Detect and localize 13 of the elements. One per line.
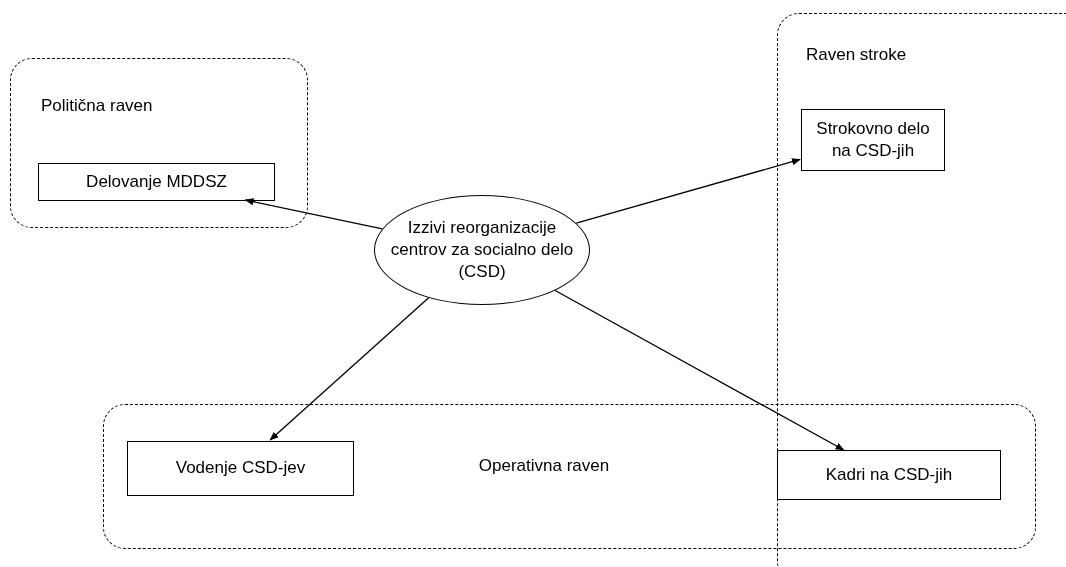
text-box: Strokovno delo na CSD-jih: [801, 109, 945, 171]
text-box: Kadri na CSD-jih: [777, 450, 1001, 500]
region-heading: Politična raven: [41, 95, 154, 117]
region-heading: Operativna raven: [477, 455, 611, 477]
arrow: [269, 297, 430, 441]
arrow: [575, 158, 801, 224]
dashed-region: [10, 58, 308, 228]
arrow: [244, 198, 383, 230]
arrow: [554, 289, 845, 451]
text-box: Vodenje CSD-jev: [127, 441, 354, 496]
text-box: Delovanje MDDSZ: [38, 163, 275, 201]
central-ellipse: Izzivi reorganizacije centrov za socialno delo (CSD): [374, 195, 590, 305]
region-heading: Raven stroke: [806, 44, 908, 66]
